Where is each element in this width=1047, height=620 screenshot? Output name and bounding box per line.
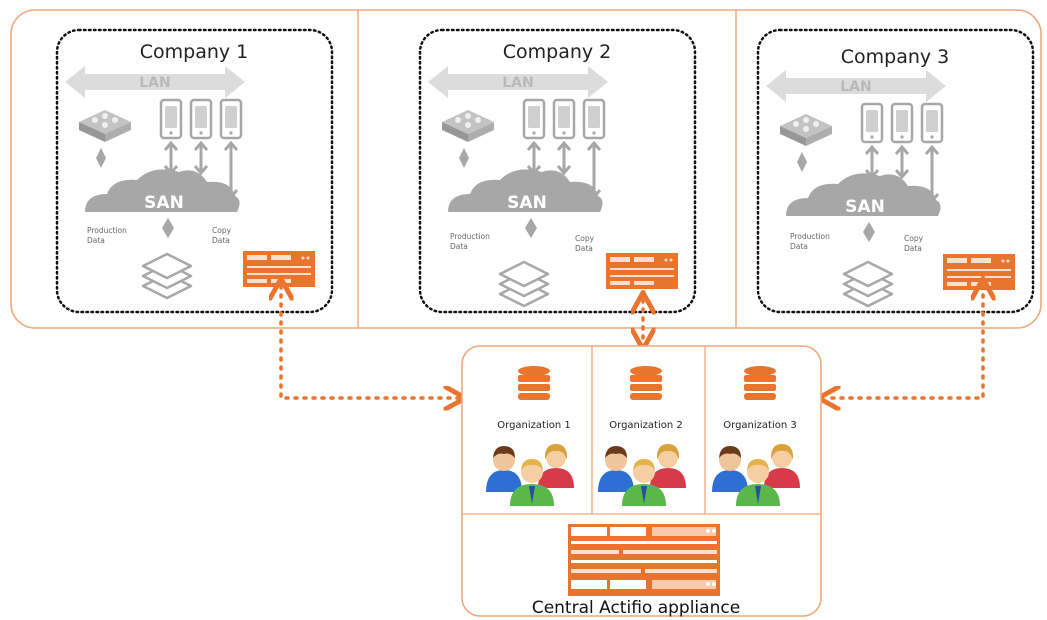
database-icon: [744, 366, 776, 400]
server-icon: [552, 98, 576, 140]
production-data-label: Production: [790, 232, 830, 241]
link-arrow: [863, 222, 875, 242]
copy-data-label: Data: [904, 244, 922, 253]
link-arrow: [525, 218, 537, 238]
database-icon: [518, 366, 550, 400]
lan-arrow: [766, 70, 946, 102]
central-appliance-label: Central Actifio appliance: [532, 598, 740, 618]
link-arrow: [864, 144, 880, 180]
copy-data-label: Data: [212, 236, 230, 245]
organization-label: Organization 3: [723, 420, 796, 431]
company-panel: Company 1 LAN SAN Production Data Copy D…: [55, 28, 334, 314]
connector-arrow: [281, 286, 458, 398]
lan-label: LAN: [139, 75, 170, 91]
link-arrow: [96, 148, 106, 168]
san-label: SAN: [507, 193, 547, 213]
san-cloud: [85, 169, 240, 212]
storage-array-icon: [442, 110, 494, 142]
production-data-label: Data: [87, 236, 105, 245]
production-data-label: Production: [87, 226, 127, 235]
connector-arrow: [826, 286, 983, 398]
organization-column: Organization 1: [486, 366, 574, 506]
san-label: SAN: [144, 193, 184, 213]
organization-column: Organization 3: [712, 366, 800, 506]
link-arrow: [163, 140, 179, 176]
company-panel: Company 3 LAN SAN Production Data Copy D…: [756, 28, 1035, 314]
people-group-icon: [486, 444, 574, 506]
company-dotted-border: [55, 28, 334, 314]
server-icon: [219, 98, 243, 140]
company-title: Company 2: [503, 41, 612, 63]
layers-icon: [498, 260, 550, 308]
lan-label: LAN: [502, 75, 533, 91]
link-arrow: [556, 140, 572, 176]
server-icon: [920, 102, 944, 144]
server-icon: [189, 98, 213, 140]
server-icon: [860, 102, 884, 144]
lan-arrow: [65, 66, 245, 98]
server-icon: [890, 102, 914, 144]
copy-data-label: Copy: [904, 234, 924, 243]
production-data-label: Data: [450, 242, 468, 251]
company-panel: Company 2 LAN SAN Production Data Copy D…: [418, 28, 697, 314]
storage-array-icon: [79, 110, 131, 142]
appliance-icon: [243, 251, 315, 287]
link-arrow: [797, 152, 807, 172]
link-arrow: [459, 148, 469, 168]
production-data-label: Production: [450, 232, 490, 241]
company-title: Company 1: [140, 41, 249, 63]
lan-label: LAN: [840, 79, 871, 95]
link-arrow: [162, 218, 174, 238]
company-dotted-border: [418, 28, 697, 314]
san-label: SAN: [845, 197, 885, 217]
production-data-label: Data: [790, 242, 808, 251]
company-dotted-border: [756, 28, 1035, 314]
server-icon: [582, 98, 606, 140]
company-title: Company 3: [841, 46, 950, 68]
layers-icon: [842, 260, 894, 308]
people-group-icon: [712, 444, 800, 506]
copy-data-label: Copy: [575, 234, 595, 243]
companies-frame: [10, 9, 1042, 329]
copy-data-label: Data: [575, 244, 593, 253]
san-cloud: [786, 173, 941, 216]
link-arrow: [193, 140, 209, 176]
server-icon: [522, 98, 546, 140]
organization-column: Organization 2: [598, 366, 686, 506]
link-arrow: [894, 144, 910, 180]
database-icon: [630, 366, 662, 400]
people-group-icon: [598, 444, 686, 506]
link-arrow: [526, 140, 542, 176]
organization-label: Organization 1: [497, 420, 570, 431]
server-icon: [159, 98, 183, 140]
central-appliance-icon: [568, 524, 720, 596]
appliance-icon: [606, 253, 678, 289]
lan-arrow: [428, 66, 608, 98]
organization-label: Organization 2: [609, 420, 682, 431]
san-cloud: [448, 169, 603, 212]
copy-data-label: Copy: [212, 226, 232, 235]
layers-icon: [141, 252, 193, 300]
appliance-icon: [943, 254, 1015, 290]
storage-array-icon: [780, 114, 832, 146]
